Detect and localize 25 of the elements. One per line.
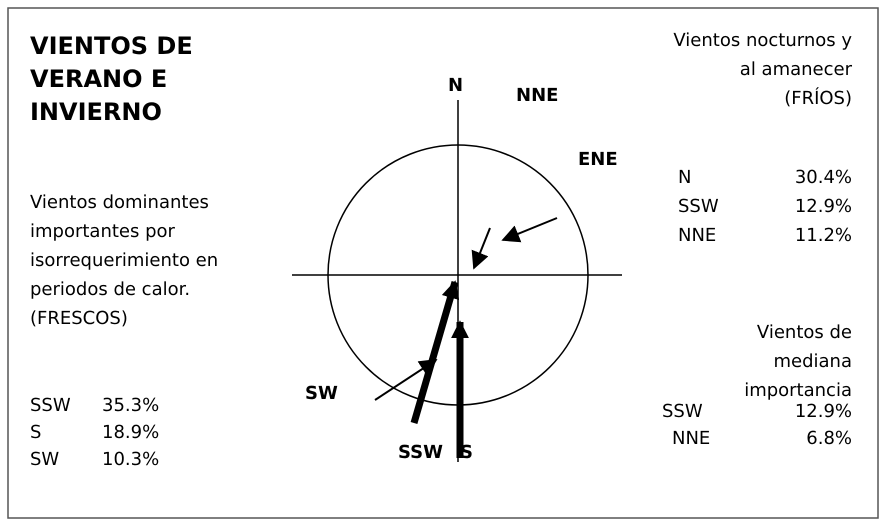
compass-label: SSW xyxy=(398,441,443,465)
percentage-value: 12.9% xyxy=(794,195,852,219)
percentage-value: 10.3% xyxy=(102,448,160,472)
wind-direction-label: NNE xyxy=(672,427,710,451)
compass-label: SW xyxy=(305,382,338,406)
percentage-value: 30.4% xyxy=(794,166,852,190)
percentage-value: 6.8% xyxy=(805,427,852,451)
compass-label: N xyxy=(448,74,464,98)
description-text: Vientos nocturnos y al amanecer (FRÍOS) xyxy=(672,29,852,111)
wind-direction-label: N xyxy=(678,166,692,190)
wind-direction-label: SSW xyxy=(678,195,719,219)
wind-direction-label: NNE xyxy=(678,224,716,248)
percentage-value: 12.9% xyxy=(794,400,852,424)
percentage-value: 35.3% xyxy=(102,394,160,418)
percentage-value: 11.2% xyxy=(794,224,852,248)
wind-direction-label: S xyxy=(30,421,42,445)
compass-label: NNE xyxy=(516,84,558,108)
percentage-value: 18.9% xyxy=(102,421,160,445)
diagram-title: VIENTOS DE VERANO E INVIERNO xyxy=(30,31,194,128)
compass-label: ENE xyxy=(578,148,618,172)
wind-direction-label: SSW xyxy=(662,400,703,424)
description-text: Vientos de mediana importancia xyxy=(743,321,852,403)
wind-direction-label: SW xyxy=(30,448,60,472)
description-text: Vientos dominantes importantes por isorrequerimiento en periodos de calor. (FRESCOS) xyxy=(30,191,220,331)
wind-direction-label: SSW xyxy=(30,394,71,418)
